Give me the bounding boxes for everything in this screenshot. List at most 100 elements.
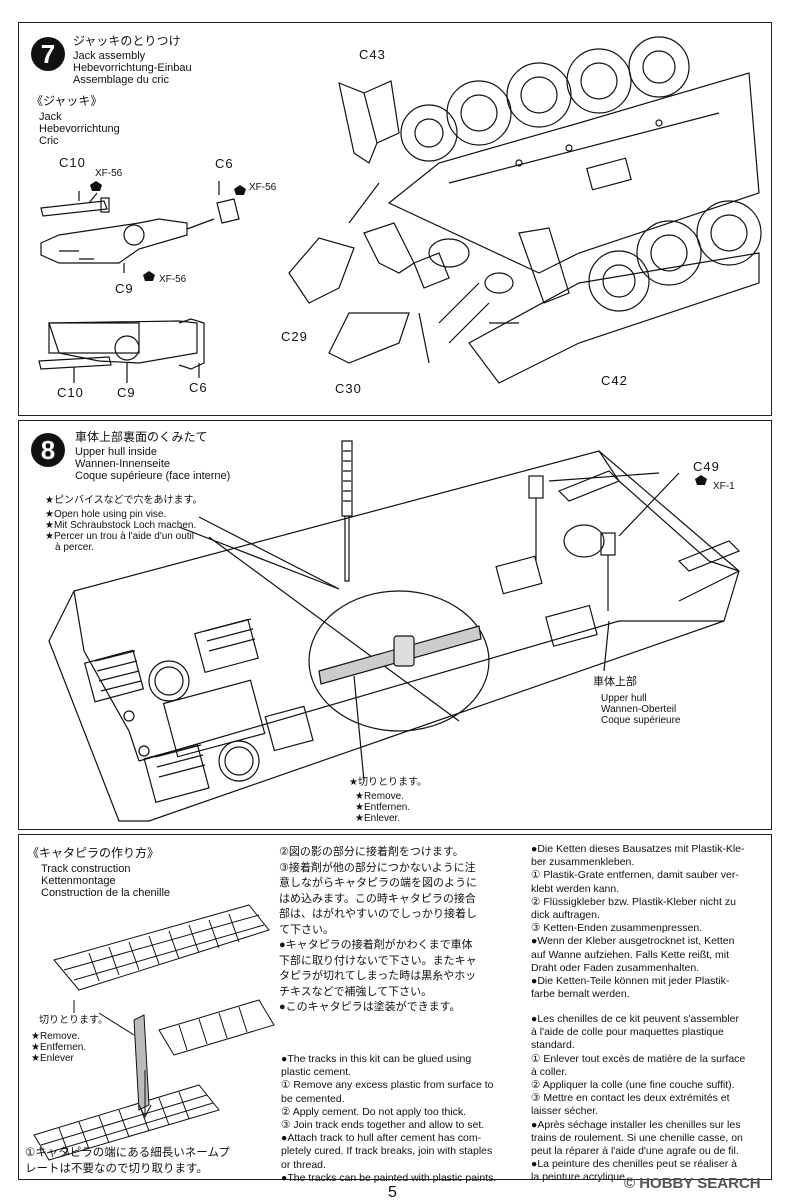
track-cut-fr: ★Enlever: [31, 1053, 74, 1064]
track-panel: 《キャタピラの作り方》 Track construction Kettenmon…: [18, 834, 772, 1184]
track-fr-line: ●Les chenilles de ce kit peuvent s'assem…: [531, 1013, 739, 1025]
track-fr-line: à coller.: [531, 1065, 568, 1078]
track-title-jp: 《キャタピラの作り方》: [27, 846, 160, 860]
label-xf56-b: XF-56: [249, 182, 277, 193]
label-c9-bot: C9: [117, 385, 136, 400]
track-de-line: ③ Ketten-Enden zusammenpressen.: [531, 922, 703, 935]
label-c49: C49: [693, 459, 720, 474]
step7-title-de: Hebevorrichtung-Einbau: [73, 62, 192, 74]
track-jp-line: ●キャタピラの接着剤がかわくまで車体: [279, 939, 473, 951]
track-en-line: ③ Join track ends together and allow to …: [281, 1119, 485, 1132]
track-fr-column: ●Les chenilles de ce kit peuvent s'assem…: [531, 1013, 767, 1185]
track-fr-line: ●La peinture des chenilles peut se réali…: [531, 1158, 737, 1171]
track-jp-line: 部は、はがれやすいのでしっかり接着し: [279, 908, 477, 920]
step8-title-en: Upper hull inside: [75, 446, 157, 458]
track-fr-line: ① Enlever tout excès de matière de la su…: [531, 1052, 746, 1065]
track-jp-line: 意しながらキャタピラの端を図のように: [279, 877, 477, 889]
step7-sub-jp: 《ジャッキ》: [31, 94, 103, 108]
jack-parts-illustration: [38, 36, 762, 384]
label-c10-top: C10: [59, 155, 86, 170]
label-c30: C30: [335, 381, 362, 396]
track-en-line: pletely cured. If track breaks, join wit…: [281, 1145, 493, 1158]
label-c42: C42: [601, 373, 628, 388]
label-c9-top: C9: [115, 281, 134, 296]
track-en-line: ●The tracks in this kit can be glued usi…: [281, 1053, 472, 1065]
track-note1-line2: レートは不要なので切り取ります。: [25, 1163, 208, 1175]
label-c6-bot: C6: [189, 380, 208, 395]
drill-note-de: ★Mit Schraubstock Loch machen.: [45, 520, 197, 531]
track-de-line: ●Die Ketten-Teile können mit jeder Plast…: [531, 975, 730, 988]
track-de-line: ① Plastik-Grate entfernen, damit sauber …: [531, 869, 739, 882]
hull-label-de: Wannen-Oberteil: [601, 704, 677, 715]
drill-note-fr-2: à percer.: [55, 542, 94, 553]
track-fr-line: à l'aide de colle pour maquettes plastiq…: [531, 1026, 724, 1039]
track-en-line: ●The tracks can be painted with plastic …: [281, 1171, 497, 1184]
track-de-line: ●Wenn der Kleber ausgetrocknet ist, Kett…: [531, 935, 735, 948]
track-fr-line: ●Après séchage installer les chenilles s…: [531, 1118, 741, 1131]
step7-number: 7: [31, 37, 65, 71]
step8-title-fr: Coque supérieure (face interne): [75, 470, 231, 482]
track-title-fr: Construction de la chenille: [41, 887, 171, 899]
step7-panel: 7 ジャッキのとりつけ Jack assembly Hebevorrichtun…: [18, 22, 772, 416]
step7-sub-fr: Cric: [39, 135, 59, 147]
upper-hull-illustration: [48, 440, 741, 822]
track-en-line: ① Remove any excess plastic from surface…: [281, 1079, 494, 1092]
track-de-line: ●Die Ketten dieses Bausatzes mit Plastik…: [531, 843, 745, 855]
track-en-line: be cemented.: [281, 1092, 345, 1105]
track-fr-line: la peinture acrylique.: [531, 1171, 628, 1184]
hull-label-fr: Coque supérieure: [601, 715, 681, 726]
track-jp-column: ②図の影の部分に接着剤をつけます。 ③接着剤が他の部分につかないように注 意しな…: [279, 845, 519, 1016]
track-fr-line: standard.: [531, 1039, 575, 1052]
track-de-line: klebt werden kann.: [531, 882, 620, 895]
track-de-line: auf Wanne aufziehen. Falls Kette reißt, …: [531, 948, 730, 961]
label-xf56-c: XF-56: [159, 274, 187, 285]
track-de-column: ●Die Ketten dieses Bausatzes mit Plastik…: [531, 843, 767, 1001]
track-de-line: farbe bemalt werden.: [531, 988, 630, 1001]
label-c6-top: C6: [215, 156, 234, 171]
track-en-line: plastic cement.: [281, 1066, 352, 1079]
step7-title-en: Jack assembly: [73, 50, 146, 62]
step8-number: 8: [31, 433, 65, 467]
track-illustration: [33, 904, 275, 1161]
track-title-en: Track construction: [41, 863, 131, 875]
drill-note-en: ★Open hole using pin vise.: [45, 509, 167, 520]
track-jp-line: ②図の影の部分に接着剤をつけます。: [279, 846, 464, 858]
track-title-de: Kettenmontage: [41, 875, 116, 887]
track-jp-line: て下さい。: [279, 923, 334, 936]
drill-note-fr-1: ★Percer un trou à l'aide d'un outil: [45, 531, 194, 542]
remove-label-jp: ★切りとります。: [349, 777, 427, 788]
track-jp-line: 下部に取り付けないで下さい。またキャ: [279, 954, 477, 967]
hull-label-en: Upper hull: [601, 693, 647, 704]
label-c29: C29: [281, 329, 308, 344]
label-c43: C43: [359, 47, 386, 62]
track-jp-line: ●このキャタピラは塗装ができます。: [279, 1001, 461, 1013]
track-cut-en: ★Remove.: [31, 1031, 80, 1042]
step7-sub-en: Jack: [39, 111, 62, 123]
label-xf1: XF-1: [713, 481, 735, 492]
track-jp-line: タピラが切れてしまった時は黒糸やホッ: [279, 970, 477, 982]
track-note1-line1: ①キャタピラの端にある細長いネームプ: [25, 1147, 230, 1159]
track-en-line: ●Attach track to hull after cement has c…: [281, 1132, 482, 1145]
track-jp-line: はめ込みます。この時キャタピラの接合: [279, 892, 476, 905]
step7-title-fr: Assemblage du cric: [73, 74, 169, 86]
step7-sub-de: Hebevorrichtung: [39, 123, 120, 135]
track-fr-line: ③ Mettre en contact les deux extrémités …: [531, 1092, 730, 1105]
track-en-line: ② Apply cement. Do not apply too thick.: [281, 1105, 467, 1118]
step8-title-de: Wannen-Innenseite: [75, 458, 170, 470]
hull-label-jp: 車体上部: [593, 676, 637, 688]
drill-note-jp: ★ピンバイスなどで穴をあけます。: [45, 495, 203, 506]
page-number: 5: [388, 1184, 397, 1201]
track-cut-jp: 切りとります。: [39, 1015, 108, 1026]
track-de-line: dick auftragen.: [531, 909, 600, 922]
remove-label-en: ★Remove.: [355, 791, 404, 802]
track-fr-line: laisser sécher.: [531, 1105, 599, 1118]
watermark: © HOBBY SEARCH: [624, 1175, 761, 1192]
track-fr-line: ② Appliquer la colle (une fine couche su…: [531, 1079, 735, 1092]
step8-panel: 8 車体上部裏面のくみたて Upper hull inside Wannen-I…: [18, 420, 772, 830]
track-fr-line: peut la réparer à l'aide d'une agrafe ou…: [531, 1145, 739, 1158]
remove-label-de: ★Entfernen.: [355, 802, 411, 813]
remove-label-fr: ★Enlever.: [355, 813, 401, 824]
step8-title-jp: 車体上部裏面のくみたて: [75, 430, 208, 444]
step7-title-jp: ジャッキのとりつけ: [73, 34, 181, 48]
track-jp-line: ③接着剤が他の部分につかないように注: [279, 861, 476, 874]
